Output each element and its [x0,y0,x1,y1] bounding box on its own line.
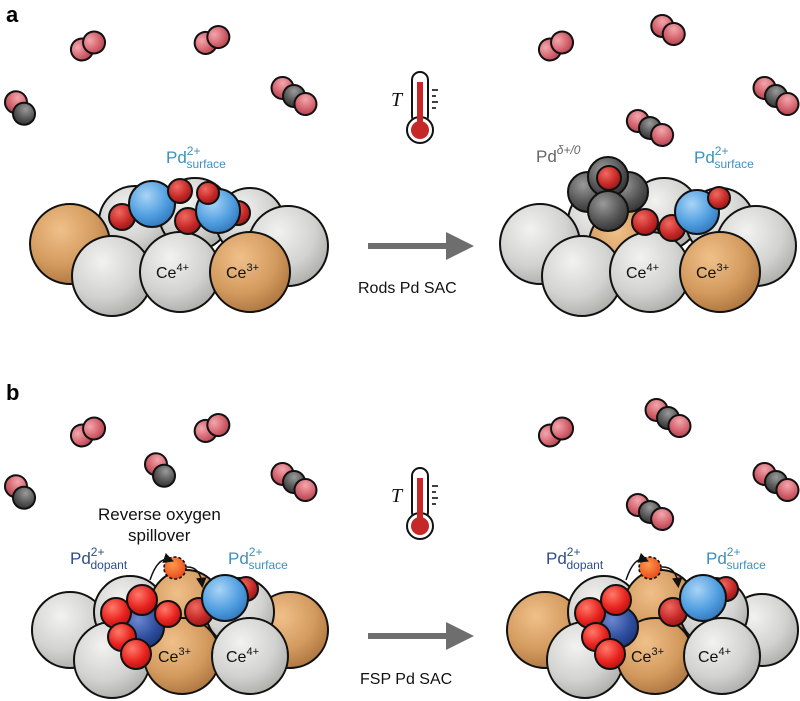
spillover-label-line1: Reverse oxygen [98,505,221,524]
spillover-oxygen-icon [163,556,187,580]
gas-oxygen-atom [293,92,318,117]
gas-oxygen-atom [650,507,675,531]
pd-surface-label: Pd2+surface [706,545,766,572]
reaction-arrow-icon [368,622,474,650]
gas-oxygen-atom [206,25,231,50]
gas-oxygen-atom [667,414,692,439]
gas-oxygen-atom [550,416,575,441]
oxygen-molecule-icon [650,13,686,47]
ce4-label: Ce4+ [156,262,189,282]
pd-surface-label: Pd2+surface [694,144,754,171]
carbon-dioxide-icon [270,75,318,117]
reaction-arrow-icon [368,232,474,260]
gas-oxygen-atom [775,92,800,117]
oxygen-molecule-icon [537,30,575,62]
panel-b-left-surface: Ce3+ Ce4+ Reverse oxygen spillover Pd2+d… [31,505,329,699]
gas-carbon-atom [12,101,37,126]
ce4-label: Ce4+ [698,646,731,666]
gas-oxygen-atom [293,478,318,503]
gas-oxygen-atom [661,22,686,47]
ce3-label: Ce3+ [158,646,191,666]
temperature-symbol: T [391,485,404,507]
arrow-caption: FSP Pd SAC [360,671,452,688]
spillover-oxygen-icon [638,556,662,580]
oxygen-molecule-icon [69,416,107,448]
panel-a-right-surface: Ce4+ Ce3+ Pdδ+/0 Pd2+surface [499,143,797,317]
pd-surface-label: Pd2+surface [228,545,288,572]
gas-oxygen-atom [650,123,675,147]
ce3-label: Ce3+ [226,262,259,282]
carbon-dioxide-icon [625,493,675,531]
gas-molecules [3,13,800,531]
carbon-monoxide-icon [3,90,37,126]
ce4-label: Ce4+ [626,262,659,282]
temperature-symbol: T [391,89,404,111]
pd-cluster-label: Pdδ+/0 [536,143,581,166]
spillover-label-line2: spillover [128,526,191,545]
arrow-caption: Rods Pd SAC [358,280,457,297]
ce4-atom [211,617,289,695]
panel-b-letter: b [6,380,19,405]
gas-oxygen-atom [82,30,107,55]
ce3-label: Ce3+ [631,646,664,666]
pd-dopant-label: Pd2+dopant [70,545,128,572]
pd-dopant-label: Pd2+dopant [546,545,604,572]
carbon-dioxide-icon [752,75,800,117]
oxygen-molecule-icon [193,25,231,55]
panel-a-left-surface: Ce4+ Ce3+ Pd2+surface [29,144,329,317]
carbon-dioxide-icon [644,397,692,439]
carbon-dioxide-icon [270,461,318,503]
carbon-monoxide-icon [3,474,37,510]
carbon-dioxide-icon [752,461,800,503]
pd-surface-atom [128,180,176,228]
ce4-label: Ce4+ [226,646,259,666]
ce3-atom [209,231,291,313]
oxygen-molecule-icon [537,416,575,448]
thermometer-icon [406,71,438,144]
pd-surface-label: Pd2+surface [166,144,226,171]
pd-surface-atom [679,574,727,622]
gas-oxygen-atom [82,416,107,441]
panel-b-right-surface: Ce3+ Ce4+ Pd2+dopant Pd2+surface [506,545,799,699]
gas-oxygen-atom [775,478,800,503]
oxygen-molecule-icon [69,30,107,62]
gas-oxygen-atom [206,413,231,438]
gas-carbon-atom [12,485,37,510]
panel-a-letter: a [6,2,19,27]
carbon-monoxide-icon [143,452,177,488]
gas-oxygen-atom [550,30,575,55]
carbon-dioxide-icon [625,109,675,147]
thermometer-icon [406,467,438,540]
oxygen-molecule-icon [193,413,231,443]
pd-surface-atom [201,574,249,622]
ce3-label: Ce3+ [696,262,729,282]
gas-carbon-atom [152,463,177,488]
